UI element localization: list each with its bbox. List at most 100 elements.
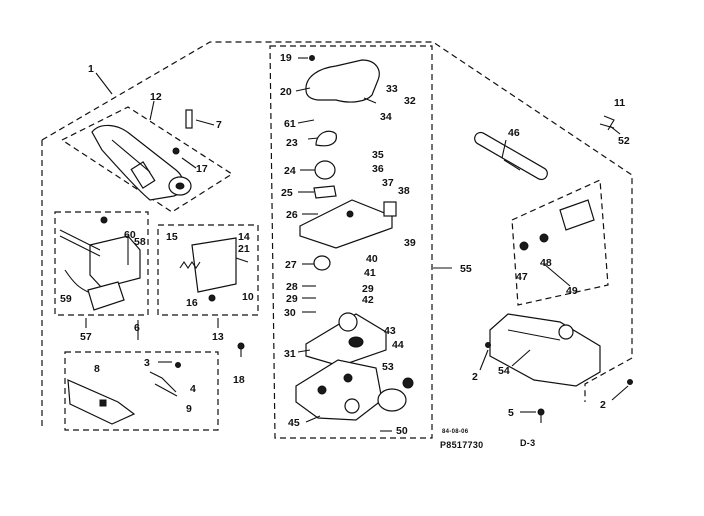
callout-58: 58 [134, 236, 146, 248]
part-4-lever [149, 362, 181, 397]
callout-12: 12 [150, 91, 162, 103]
callout-10: 10 [242, 291, 254, 303]
callout-37: 37 [382, 177, 394, 189]
diagram-footer: 84-08-06 P8517730 D-3 [440, 429, 535, 450]
callout-42: 42 [362, 294, 374, 306]
callout-25: 25 [281, 187, 293, 199]
callout-7: 7 [216, 119, 222, 131]
callout-3: 3 [144, 357, 150, 369]
callout-48: 48 [540, 257, 552, 269]
callout-2b: 2 [600, 399, 606, 411]
group-box-12 [60, 106, 234, 213]
callout-41: 41 [364, 267, 376, 279]
part-2-screw [485, 342, 633, 385]
callout-13: 13 [212, 331, 224, 343]
callout-21: 21 [238, 243, 250, 255]
part-20-cover [305, 59, 380, 103]
callout-23: 23 [286, 137, 298, 149]
group-box-13 [157, 224, 259, 316]
callout-18: 18 [233, 374, 245, 386]
part-54-frame [489, 313, 601, 387]
callout-52: 52 [618, 135, 630, 147]
group-box-57 [54, 211, 149, 316]
part-38-valve [383, 201, 397, 217]
callout-15: 15 [166, 231, 178, 243]
leader-lines [85, 57, 629, 432]
callout-39: 39 [404, 237, 416, 249]
callout-24: 24 [284, 165, 296, 177]
part-12-valve [91, 124, 192, 201]
part-46-shaft [474, 131, 548, 181]
callout-9: 9 [186, 403, 192, 415]
part-27-fitting [313, 255, 331, 271]
assembly-boundary [41, 41, 633, 430]
part-58-solenoid [59, 229, 141, 289]
part-8-arm [67, 379, 136, 425]
part-19-screw [309, 55, 315, 61]
callout-20: 20 [280, 86, 292, 98]
part-31-base [305, 312, 387, 367]
part-17-screw [172, 147, 180, 155]
callout-30: 30 [284, 307, 296, 319]
callout-57: 57 [80, 331, 92, 343]
part-5-screw [537, 408, 545, 423]
callout-36: 36 [372, 163, 384, 175]
callout-44: 44 [392, 339, 404, 351]
part-16-spring [179, 261, 216, 302]
callout-60: 60 [124, 229, 136, 241]
callout-53: 53 [382, 361, 394, 373]
callout-54: 54 [498, 365, 510, 377]
callout-61: 61 [284, 118, 296, 130]
callout-50: 50 [396, 425, 408, 437]
callout-1: 1 [88, 63, 94, 75]
part-26-body [299, 199, 393, 249]
callout-45: 45 [288, 417, 300, 429]
callout-26: 26 [286, 209, 298, 221]
callout-38: 38 [398, 185, 410, 197]
callout-59: 59 [60, 293, 72, 305]
callout-2a: 2 [472, 371, 478, 383]
group-box-6 [64, 351, 219, 431]
callout-34: 34 [380, 111, 392, 123]
callout-40: 40 [366, 253, 378, 265]
callout-labels: 1 12 7 17 60 58 59 57 15 14 21 16 10 13 … [60, 52, 630, 437]
callout-31: 31 [284, 348, 296, 360]
callout-19: 19 [280, 52, 292, 64]
callout-46: 46 [508, 127, 520, 139]
page-label: D-3 [520, 438, 535, 448]
date-code: 84-08-06 [442, 429, 469, 435]
callout-16: 16 [186, 297, 198, 309]
callout-43: 43 [384, 325, 396, 337]
callout-33: 33 [386, 83, 398, 95]
callout-17: 17 [196, 163, 208, 175]
part-53-gasket [377, 377, 414, 412]
part-7-pin [185, 109, 193, 129]
part-45-manifold [295, 359, 383, 421]
group-box-55 [269, 45, 433, 439]
group-box-49 [511, 179, 609, 306]
part-59-coil [64, 269, 125, 311]
callout-29b: 29 [362, 283, 374, 295]
part-14-bracket [191, 237, 249, 293]
callout-14: 14 [238, 231, 250, 243]
callout-47: 47 [516, 271, 528, 283]
callout-29a: 29 [286, 293, 298, 305]
part-number: P8517730 [440, 440, 483, 450]
callout-49: 49 [566, 285, 578, 297]
part-25-plate [313, 185, 337, 199]
callout-8: 8 [94, 363, 100, 375]
callout-32: 32 [404, 95, 416, 107]
callout-6: 6 [134, 322, 140, 334]
callout-27: 27 [285, 259, 297, 271]
part-24-cap [314, 160, 336, 180]
part-60-screw [100, 216, 108, 224]
callout-35: 35 [372, 149, 384, 161]
part-18-screw [237, 342, 245, 357]
part-43-nut [348, 336, 364, 348]
part-48-fitting [519, 199, 595, 251]
part-23-clip [315, 130, 337, 147]
callout-28: 28 [286, 281, 298, 293]
callout-11: 11 [614, 97, 625, 109]
callout-4: 4 [190, 383, 196, 395]
